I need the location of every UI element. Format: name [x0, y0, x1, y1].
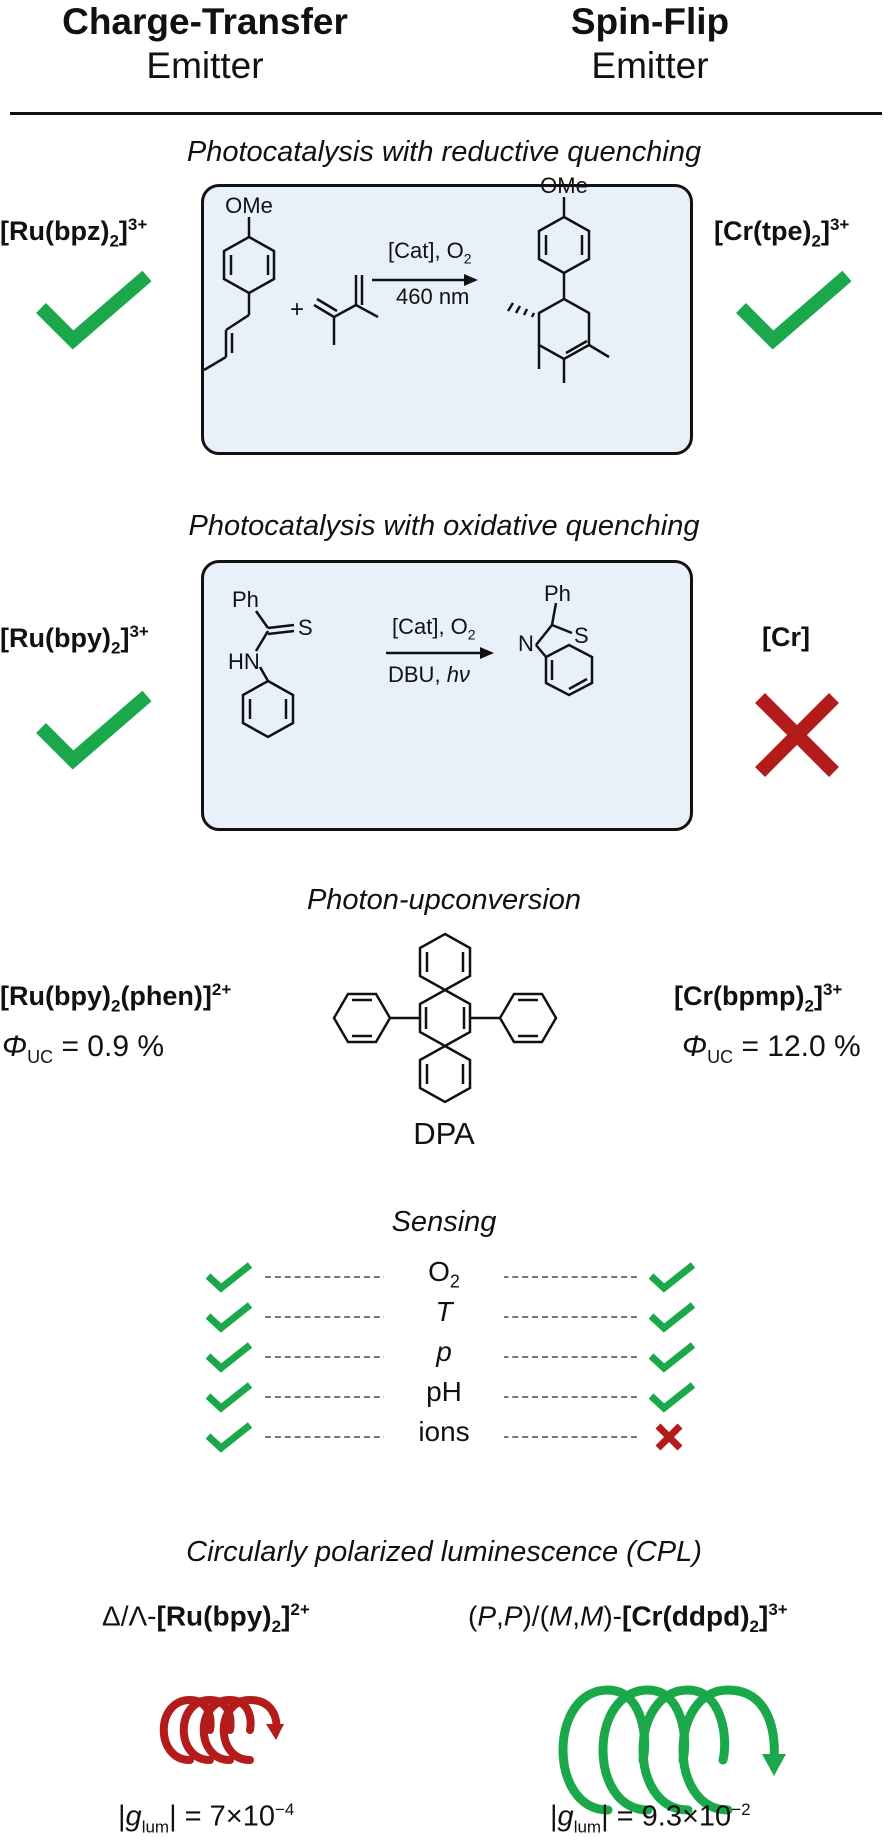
section2-right-complex: [Cr]: [762, 622, 810, 652]
section2-s-product: S: [574, 623, 589, 648]
section3-right-complex: [Cr(bpmp)2]3+: [674, 980, 843, 1016]
section3-left-complex: [Ru(bpy)2(phen)]2+: [0, 980, 232, 1016]
section1-left-check-icon: [36, 270, 152, 350]
section1-left-complex: [Ru(bpz)2]3+: [0, 215, 148, 251]
section3-molecule-label: DPA: [413, 1116, 475, 1151]
section1-plus: +: [290, 296, 304, 323]
header-right-subtitle: Emitter: [591, 45, 709, 86]
section2-ph-reactant: Ph: [232, 587, 259, 612]
header-right: Spin-Flip Emitter: [500, 0, 800, 88]
section1-right-complex: [Cr(tpe)2]3+: [714, 215, 850, 251]
section2-reaction-scheme: Ph S HN Ph N S: [228, 581, 594, 739]
section3-right-quantum-yield: ΦUC = 12.0 %: [682, 1030, 861, 1067]
section1-condition-top: [Cat], O2: [388, 238, 472, 267]
section5-ru-spiral-icon: [159, 1695, 284, 1764]
section4-title: Sensing: [391, 1206, 497, 1238]
section1-condition-bottom: 460 nm: [396, 284, 470, 309]
header-right-title: Spin-Flip: [570, 1, 730, 42]
section1-reaction-scheme: OMe OMe +: [203, 173, 610, 383]
sensing-label: p: [384, 1336, 504, 1368]
section2-reaction-box: [201, 560, 693, 831]
section2-ph-product: Ph: [544, 581, 571, 606]
section3-dpa-molecule: [332, 932, 558, 1104]
section2-title: Photocatalysis with oxidative quenching: [188, 510, 700, 542]
sensing-label: T: [384, 1296, 504, 1328]
section2-left-complex: [Ru(bpy)2]3+: [0, 622, 149, 658]
sensing-label: ions: [384, 1416, 504, 1448]
sensing-label: O2: [384, 1256, 504, 1293]
section2-right-cross-icon: [755, 693, 839, 777]
header-divider: [10, 112, 882, 115]
section2-left-check-icon: [36, 690, 152, 770]
section2-condition-top: [Cat], O2: [392, 614, 476, 643]
header-left-subtitle: Emitter: [146, 45, 264, 86]
section3-left-quantum-yield: ΦUC = 0.9 %: [2, 1030, 165, 1067]
section1-right-check-icon: [736, 270, 852, 350]
section5-left-complex: Δ/Λ-[Ru(bpy)2]2+: [102, 1600, 310, 1636]
section2-n-product: N: [518, 631, 534, 656]
header-left: Charge-Transfer Emitter: [40, 0, 370, 88]
section1-reaction-box: [201, 184, 693, 455]
section1-title: Photocatalysis with reductive quenching: [186, 136, 702, 168]
section5-title: Circularly polarized luminescence (CPL): [186, 1536, 702, 1568]
section3-title: Photon-upconversion: [306, 884, 582, 916]
section1-product-ome-label: OMe: [540, 173, 588, 198]
section2-condition-bottom: DBU, hν: [388, 662, 470, 687]
section5-right-complex: (P,P)/(M,M)-[Cr(ddpd)2]3+: [468, 1600, 788, 1636]
section5-cr-spiral-icon: [558, 1685, 786, 1815]
section1-ome-label: OMe: [225, 193, 273, 218]
section5-left-g-value: |glum| = 7×10−4: [118, 1800, 295, 1837]
section2-s-reactant: S: [298, 615, 313, 640]
section5-right-g-value: |glum| = 9.3×10−2: [550, 1800, 751, 1837]
header-left-title: Charge-Transfer: [62, 1, 348, 42]
sensing-label: pH: [384, 1376, 504, 1408]
section2-hn-label: HN: [228, 649, 260, 674]
